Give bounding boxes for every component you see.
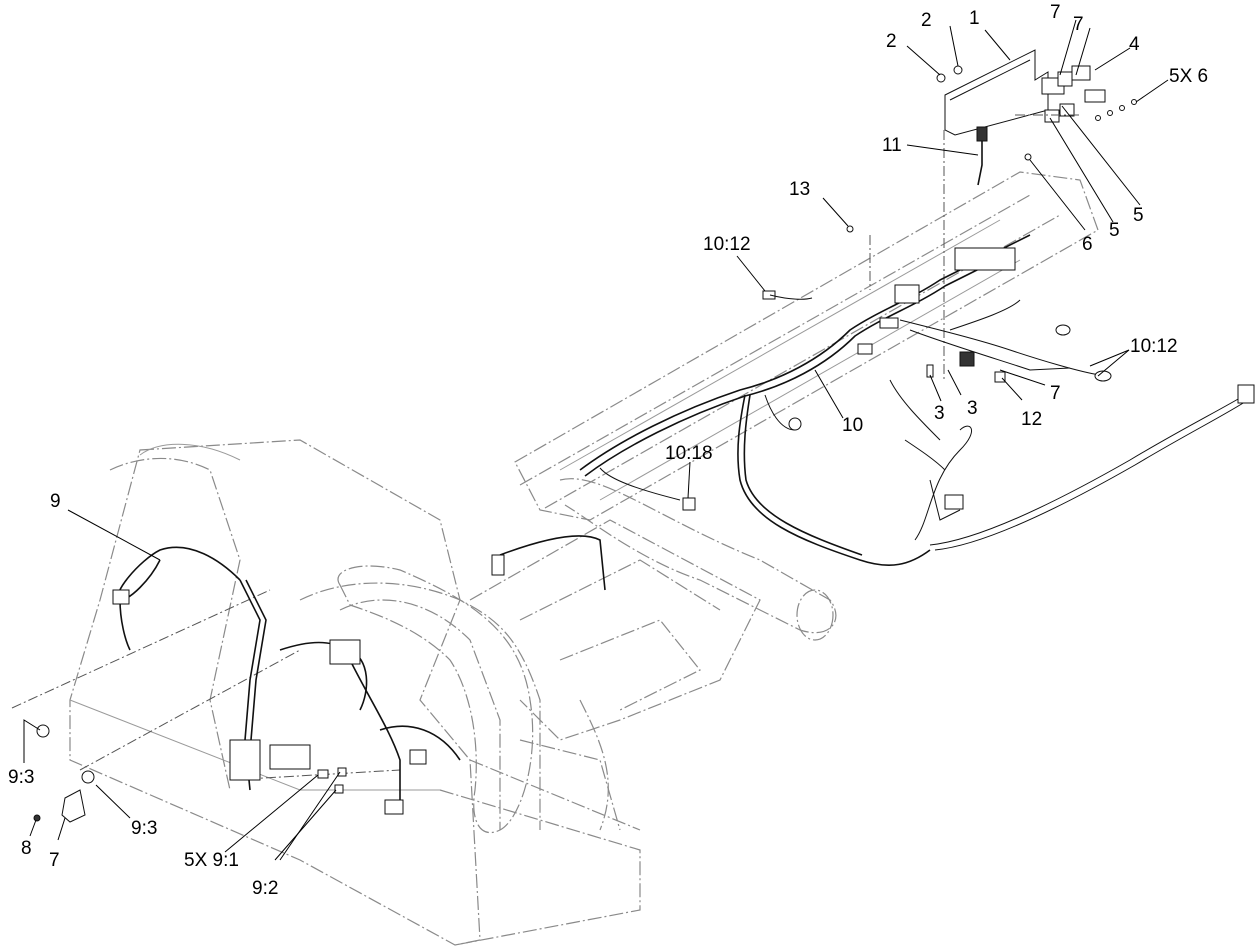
callout-4: 4 bbox=[1129, 34, 1140, 55]
vehicle-frame bbox=[69, 171, 1099, 946]
leader-lines bbox=[23, 19, 1169, 861]
callout-10-12b: 10:12 bbox=[1130, 336, 1178, 357]
callout-10: 10 bbox=[842, 415, 863, 436]
callout-9-2: 9:2 bbox=[252, 878, 278, 899]
callout-5a: 5 bbox=[1133, 205, 1144, 226]
callout-7c: 7 bbox=[1050, 383, 1061, 404]
callout-7b: 7 bbox=[1073, 14, 1084, 35]
callout-2a: 2 bbox=[921, 10, 932, 31]
mounting-panel bbox=[846, 49, 1137, 233]
callout-1: 1 bbox=[969, 8, 980, 29]
callout-5b: 5 bbox=[1109, 220, 1120, 241]
callout-9: 9 bbox=[50, 491, 61, 512]
callout-9-3a: 9:3 bbox=[8, 767, 34, 788]
callout-12: 12 bbox=[1021, 409, 1042, 430]
callout-3a: 3 bbox=[934, 403, 945, 424]
callout-10-12a: 10:12 bbox=[703, 234, 751, 255]
callout-7d: 7 bbox=[49, 850, 60, 871]
callout-8: 8 bbox=[21, 838, 32, 859]
callout-2b: 2 bbox=[886, 31, 897, 52]
callout-10-18: 10:18 bbox=[665, 443, 713, 464]
callout-5x6: 5X 6 bbox=[1169, 66, 1208, 87]
front-wire-harness bbox=[33, 535, 606, 823]
callout-3b: 3 bbox=[967, 398, 978, 419]
callout-11: 11 bbox=[882, 135, 902, 156]
callout-6: 6 bbox=[1082, 234, 1093, 255]
alignment-lines bbox=[11, 114, 1082, 781]
callout-5x9-1: 5X 9:1 bbox=[184, 850, 239, 871]
callout-13: 13 bbox=[789, 179, 810, 200]
main-wire-harness bbox=[579, 234, 1255, 566]
callout-7a: 7 bbox=[1050, 2, 1061, 23]
callout-9-3b: 9:3 bbox=[131, 818, 157, 839]
callout-labels: 1 2 2 7 7 4 5X 6 11 13 5 5 6 10:12 10:12… bbox=[8, 2, 1208, 899]
